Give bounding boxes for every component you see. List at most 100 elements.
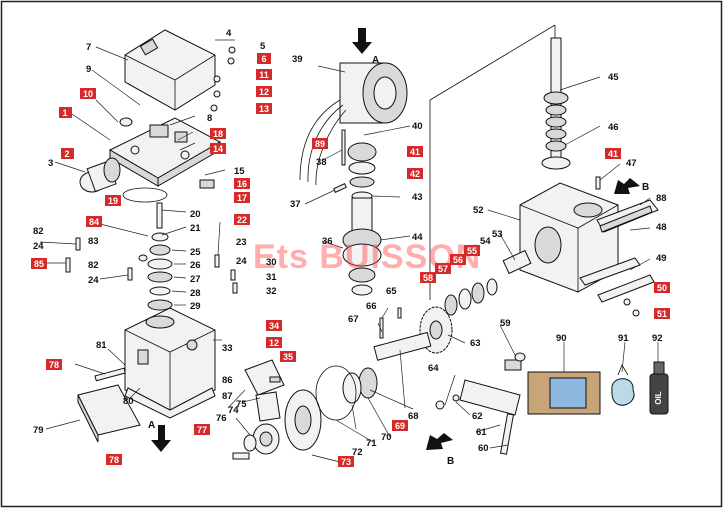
worm-shaft <box>429 24 571 300</box>
callout-38: 38 <box>316 157 327 168</box>
callout-88: 88 <box>656 193 667 204</box>
callout-26: 26 <box>190 260 201 271</box>
motor-capacitor <box>79 157 121 193</box>
callout-25: 25 <box>190 247 201 258</box>
callout-54: 54 <box>480 236 491 247</box>
small-screw-parts <box>119 46 236 203</box>
callout-13-red: 13 <box>256 103 272 114</box>
callout-61: 61 <box>476 427 487 438</box>
callout-18-red: 18 <box>210 128 226 139</box>
callout-41a-red: 41 <box>407 146 423 157</box>
svg-text:50: 50 <box>657 283 667 293</box>
plain-callouts: 4 5 7 9 8 3 15 20 21 23 25 24 26 30 27 3… <box>33 28 667 458</box>
svg-text:89: 89 <box>315 139 325 149</box>
stack-parts-20-29 <box>147 202 173 311</box>
arrow-b-right <box>614 178 640 194</box>
callout-46: 46 <box>608 122 619 133</box>
callout-30: 30 <box>266 257 277 268</box>
callout-72: 72 <box>352 447 363 458</box>
callout-1-red: 1 <box>59 107 72 118</box>
callout-56-red: 56 <box>450 254 466 265</box>
callout-19-red: 19 <box>105 195 121 206</box>
callout-24-right: 24 <box>236 256 247 267</box>
svg-text:17: 17 <box>237 193 247 203</box>
callout-24-left: 24 <box>33 241 44 252</box>
svg-text:77: 77 <box>197 425 207 435</box>
callout-89-red: 89 <box>312 138 328 149</box>
callout-44: 44 <box>412 232 423 243</box>
callout-67: 67 <box>348 314 359 325</box>
svg-text:57: 57 <box>438 264 448 274</box>
callout-77-red: 77 <box>194 424 210 435</box>
callout-22-red: 22 <box>234 214 250 225</box>
output-gear-parts <box>232 359 285 460</box>
gear-housing-52 <box>519 176 619 293</box>
callout-12b-red: 12 <box>266 337 282 348</box>
callout-87: 87 <box>222 391 233 402</box>
callout-81: 81 <box>96 340 107 351</box>
svg-text:13: 13 <box>259 104 269 114</box>
callout-32: 32 <box>266 286 277 297</box>
callout-66: 66 <box>366 301 377 312</box>
direction-label-a-bottom: A <box>148 420 155 431</box>
callout-34-red: 34 <box>266 320 282 331</box>
callout-24-mid: 24 <box>88 275 99 286</box>
svg-text:51: 51 <box>657 309 667 319</box>
callout-47: 47 <box>626 158 637 169</box>
callout-33: 33 <box>222 343 233 354</box>
svg-text:22: 22 <box>237 215 247 225</box>
svg-text:84: 84 <box>89 217 99 227</box>
callout-42-red: 42 <box>407 168 423 179</box>
callout-82-mid: 82 <box>88 260 99 271</box>
callout-85-red: 85 <box>31 258 47 269</box>
svg-text:6: 6 <box>261 54 266 64</box>
callout-3: 3 <box>48 158 53 169</box>
callout-70: 70 <box>381 432 392 443</box>
callout-48: 48 <box>656 222 667 233</box>
svg-text:16: 16 <box>237 179 247 189</box>
gearbox-housing <box>124 307 216 419</box>
callout-5: 5 <box>260 41 266 52</box>
callout-92: 92 <box>652 333 663 344</box>
svg-text:78: 78 <box>109 455 119 465</box>
callout-50-red: 50 <box>654 282 670 293</box>
callout-91: 91 <box>618 333 629 344</box>
bearing-stack-53-58 <box>444 249 532 316</box>
bearings-69-71 <box>315 365 378 421</box>
release-lever <box>435 352 526 455</box>
oil-can-92: OIL <box>649 361 669 415</box>
callout-58-red: 58 <box>420 272 436 283</box>
svg-text:58: 58 <box>423 273 433 283</box>
callout-28: 28 <box>190 288 201 299</box>
svg-text:18: 18 <box>213 129 223 139</box>
svg-text:85: 85 <box>34 259 44 269</box>
callout-63: 63 <box>470 338 481 349</box>
callout-27: 27 <box>190 274 201 285</box>
screws-23-32 <box>65 237 238 294</box>
callout-79: 79 <box>33 425 44 436</box>
arrow-a-top <box>352 28 372 54</box>
callout-65: 65 <box>386 286 397 297</box>
direction-label-a-top: A <box>372 55 379 66</box>
svg-text:69: 69 <box>395 421 405 431</box>
callout-74: 74 <box>228 405 239 416</box>
callout-35-red: 35 <box>280 351 296 362</box>
svg-text:11: 11 <box>259 70 269 80</box>
callout-49: 49 <box>656 253 667 264</box>
svg-text:10: 10 <box>83 89 93 99</box>
svg-text:73: 73 <box>341 457 351 467</box>
svg-text:19: 19 <box>108 196 118 206</box>
callout-60: 60 <box>478 443 489 454</box>
svg-text:34: 34 <box>269 321 279 331</box>
callout-90: 90 <box>556 333 567 344</box>
callout-9: 9 <box>86 64 91 75</box>
grease-bag-91 <box>611 364 635 406</box>
callout-15: 15 <box>234 166 245 177</box>
base-plate <box>77 367 141 443</box>
callout-29: 29 <box>190 301 201 312</box>
callout-36: 36 <box>322 236 333 247</box>
svg-text:2: 2 <box>64 149 69 159</box>
callout-86: 86 <box>222 375 233 386</box>
